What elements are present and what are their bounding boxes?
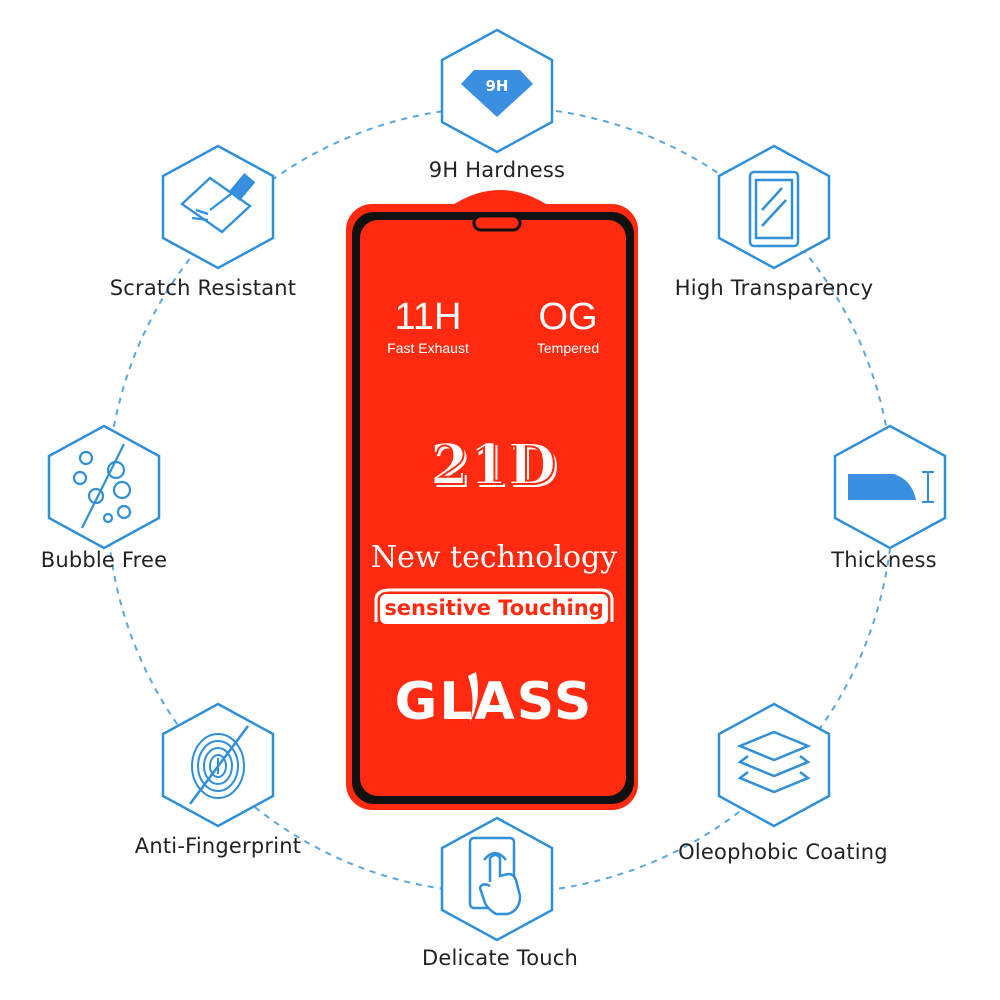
feature-label-transparency: High Transparency — [674, 276, 874, 300]
spec-left-big: 11H — [394, 296, 462, 338]
hex-badge-oleophobic — [717, 702, 831, 828]
feature-label-bubble: Bubble Free — [40, 548, 168, 572]
transparent-glass-icon — [748, 170, 800, 248]
feature-label-hardness: 9H Hardness — [428, 158, 566, 182]
glass-logo-slash — [468, 672, 478, 722]
diamond-9h-icon: 9H — [461, 70, 533, 117]
hex-badge-bubble — [47, 424, 161, 550]
tagline: New technology — [370, 540, 618, 575]
layers-icon — [736, 730, 812, 794]
hex-badge-transparency — [717, 144, 831, 270]
fingerprint-icon — [188, 725, 250, 805]
feature-label-fingerprint: Anti-Fingerprint — [134, 834, 302, 858]
feature-label-touch: Delicate Touch — [421, 946, 579, 970]
speaker-notch — [472, 214, 522, 232]
scratch-knife-icon — [180, 173, 256, 234]
spec-right-small: Tempered — [536, 340, 600, 356]
hex-badge-scratch — [161, 144, 275, 270]
feature-label-thickness: Thickness — [831, 548, 937, 572]
spec-left-small: Fast Exhaust — [387, 340, 469, 356]
touch-hand-icon — [468, 836, 522, 916]
feature-label-oleophobic: Oleophobic Coating — [678, 840, 888, 864]
tempered-glass-product — [346, 190, 638, 810]
feature-label-scratch: Scratch Resistant — [109, 276, 297, 300]
thickness-curve-icon — [848, 471, 934, 503]
bubbles-icon — [72, 443, 132, 529]
model-label: 21D — [429, 431, 557, 499]
diamond-badge-text: 9H — [486, 77, 509, 95]
spec-right-big: OG — [538, 296, 598, 338]
brand-label: GLASS — [394, 672, 594, 732]
ribbon-bar — [380, 594, 608, 624]
glass-inner-red — [360, 220, 626, 796]
ribbon-frame — [374, 588, 614, 622]
ribbon-text: sensitive Touching — [384, 596, 604, 620]
